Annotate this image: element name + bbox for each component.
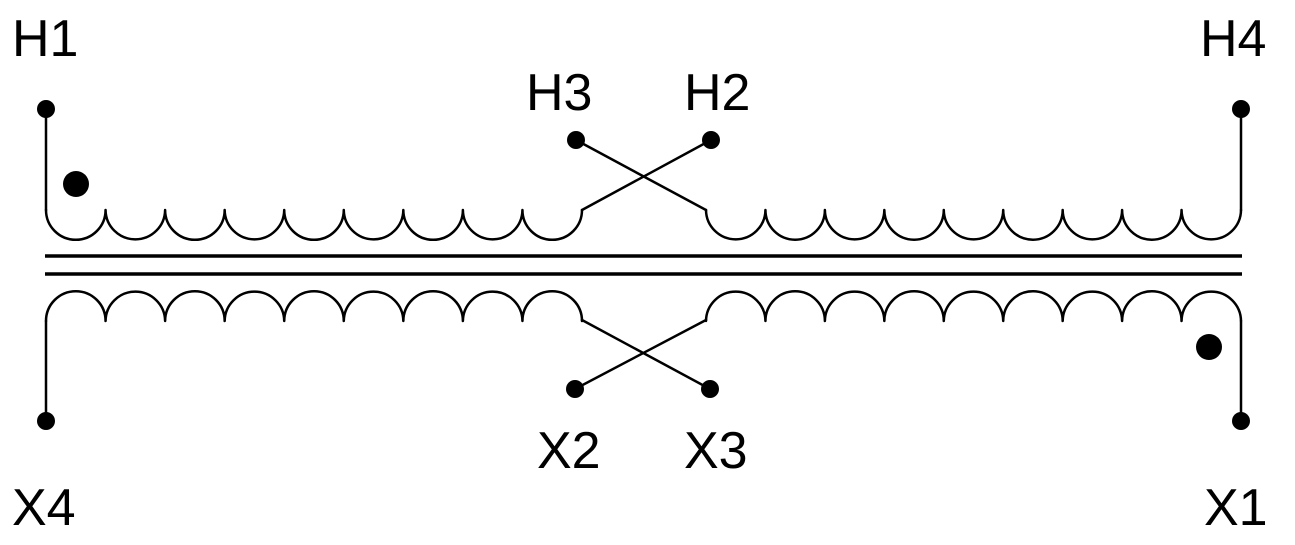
x2-crossover-wire [573, 318, 708, 391]
terminal-dot-h3 [567, 131, 585, 149]
x3-crossover-wire [580, 318, 712, 391]
secondary-coil-right [704, 290, 1243, 323]
terminal-dot-x4 [37, 412, 55, 430]
secondary-coil-left [44, 290, 584, 323]
terminal-label-x2: X2 [537, 422, 601, 480]
h2-crossover-wire [580, 138, 713, 212]
terminal-dot-h4 [1232, 100, 1250, 118]
primary-coil-left [44, 208, 584, 241]
primary-coil-right [704, 208, 1243, 241]
polarity-dot-secondary [1196, 334, 1222, 360]
terminal-label-h4: H4 [1200, 10, 1266, 68]
polarity-dot-primary [63, 171, 89, 197]
terminal-label-x1: X1 [1204, 479, 1268, 537]
h3-crossover-wire [574, 138, 708, 212]
terminal-label-h2: H2 [684, 64, 750, 122]
terminal-label-h3: H3 [526, 64, 592, 122]
terminal-dot-h2 [702, 131, 720, 149]
terminal-label-h1: H1 [12, 10, 78, 68]
terminal-dot-x1 [1232, 412, 1250, 430]
terminal-dot-h1 [37, 100, 55, 118]
terminal-dot-x3 [701, 380, 719, 398]
terminal-label-x3: X3 [684, 422, 748, 480]
terminal-dot-x2 [566, 380, 584, 398]
terminal-label-x4: X4 [12, 479, 76, 537]
